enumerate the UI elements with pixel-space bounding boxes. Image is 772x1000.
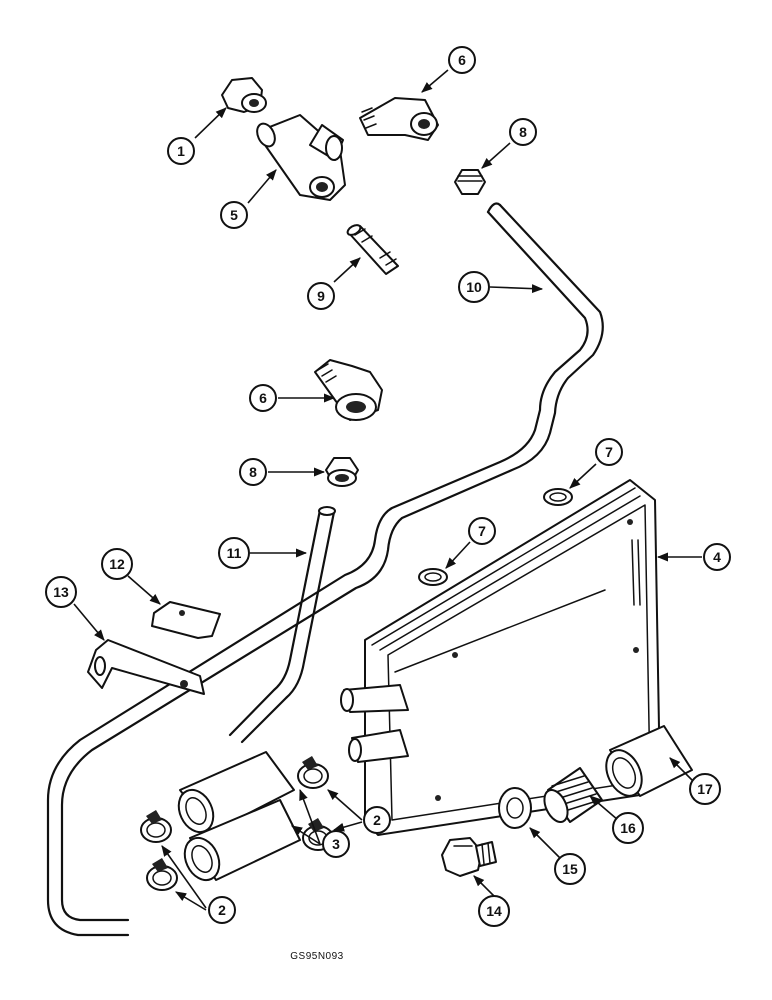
svg-text:15: 15 (562, 861, 578, 877)
callout-11: 11 (218, 537, 250, 569)
clamp-part-2-a (297, 756, 329, 789)
svg-text:4: 4 (713, 549, 721, 565)
svg-text:8: 8 (519, 124, 527, 140)
svg-text:5: 5 (230, 207, 238, 223)
tube-part-11 (228, 506, 336, 744)
callout-2-right: 2 (363, 806, 391, 834)
callout-14: 14 (478, 895, 510, 927)
callout-7-upper: 7 (595, 438, 623, 466)
svg-text:14: 14 (486, 903, 502, 919)
plug-part-8-middle (325, 457, 359, 487)
callout-6-top: 6 (448, 46, 476, 74)
svg-text:2: 2 (218, 902, 226, 918)
svg-text:17: 17 (697, 781, 713, 797)
svg-text:11: 11 (227, 545, 242, 561)
svg-text:1: 1 (177, 143, 185, 159)
callout-15: 15 (554, 853, 586, 885)
callout-8-middle: 8 (239, 458, 267, 486)
sleeve-part-17 (605, 725, 693, 797)
svg-text:10: 10 (466, 279, 482, 295)
svg-text:6: 6 (458, 52, 466, 68)
hose-part-3-lower (183, 799, 301, 882)
cooler-plate-part-4 (340, 479, 661, 836)
spring-part-16 (543, 767, 603, 823)
callout-3: 3 (322, 830, 350, 858)
nipple-part-9 (346, 224, 399, 275)
plug-part-7-upper (543, 488, 573, 506)
svg-text:7: 7 (478, 523, 486, 539)
callout-12: 12 (101, 548, 133, 580)
washer-part-15 (498, 787, 532, 829)
bracket-part-13 (87, 639, 205, 695)
hose-part-3-upper (177, 751, 295, 834)
plug-part-8-top (454, 169, 486, 195)
drawing-code: GS95N093 (290, 951, 343, 962)
callout-13: 13 (45, 576, 77, 608)
callout-10: 10 (458, 271, 490, 303)
tee-fitting-part-5 (256, 114, 346, 201)
clamp-part-2-c (140, 810, 172, 843)
callout-16: 16 (612, 812, 644, 844)
callout-8-top: 8 (509, 118, 537, 146)
callout-9: 9 (307, 282, 335, 310)
plug-part-1 (221, 77, 267, 113)
callout-6-middle: 6 (249, 384, 277, 412)
leader-lines (73, 69, 702, 911)
elbow-part-6-top (359, 97, 439, 141)
callout-1: 1 (167, 137, 195, 165)
svg-text:7: 7 (605, 444, 613, 460)
svg-text:13: 13 (53, 584, 69, 600)
svg-text:2: 2 (373, 812, 381, 828)
callout-7-lower: 7 (468, 517, 496, 545)
svg-text:6: 6 (259, 390, 267, 406)
callout-5: 5 (220, 201, 248, 229)
svg-text:3: 3 (332, 836, 340, 852)
callout-2-left: 2 (208, 896, 236, 924)
callout-4: 4 (703, 543, 731, 571)
bolt-part-14 (441, 837, 497, 877)
plug-part-7-lower (418, 568, 448, 586)
svg-text:16: 16 (620, 820, 636, 836)
svg-text:8: 8 (249, 464, 257, 480)
callout-17: 17 (689, 773, 721, 805)
clamp-part-2-d (146, 858, 178, 891)
svg-text:12: 12 (109, 556, 125, 572)
svg-text:9: 9 (317, 288, 325, 304)
elbow-part-6-middle (314, 359, 383, 421)
bracket-part-12 (151, 601, 221, 639)
tube-part-10 (46, 202, 604, 937)
